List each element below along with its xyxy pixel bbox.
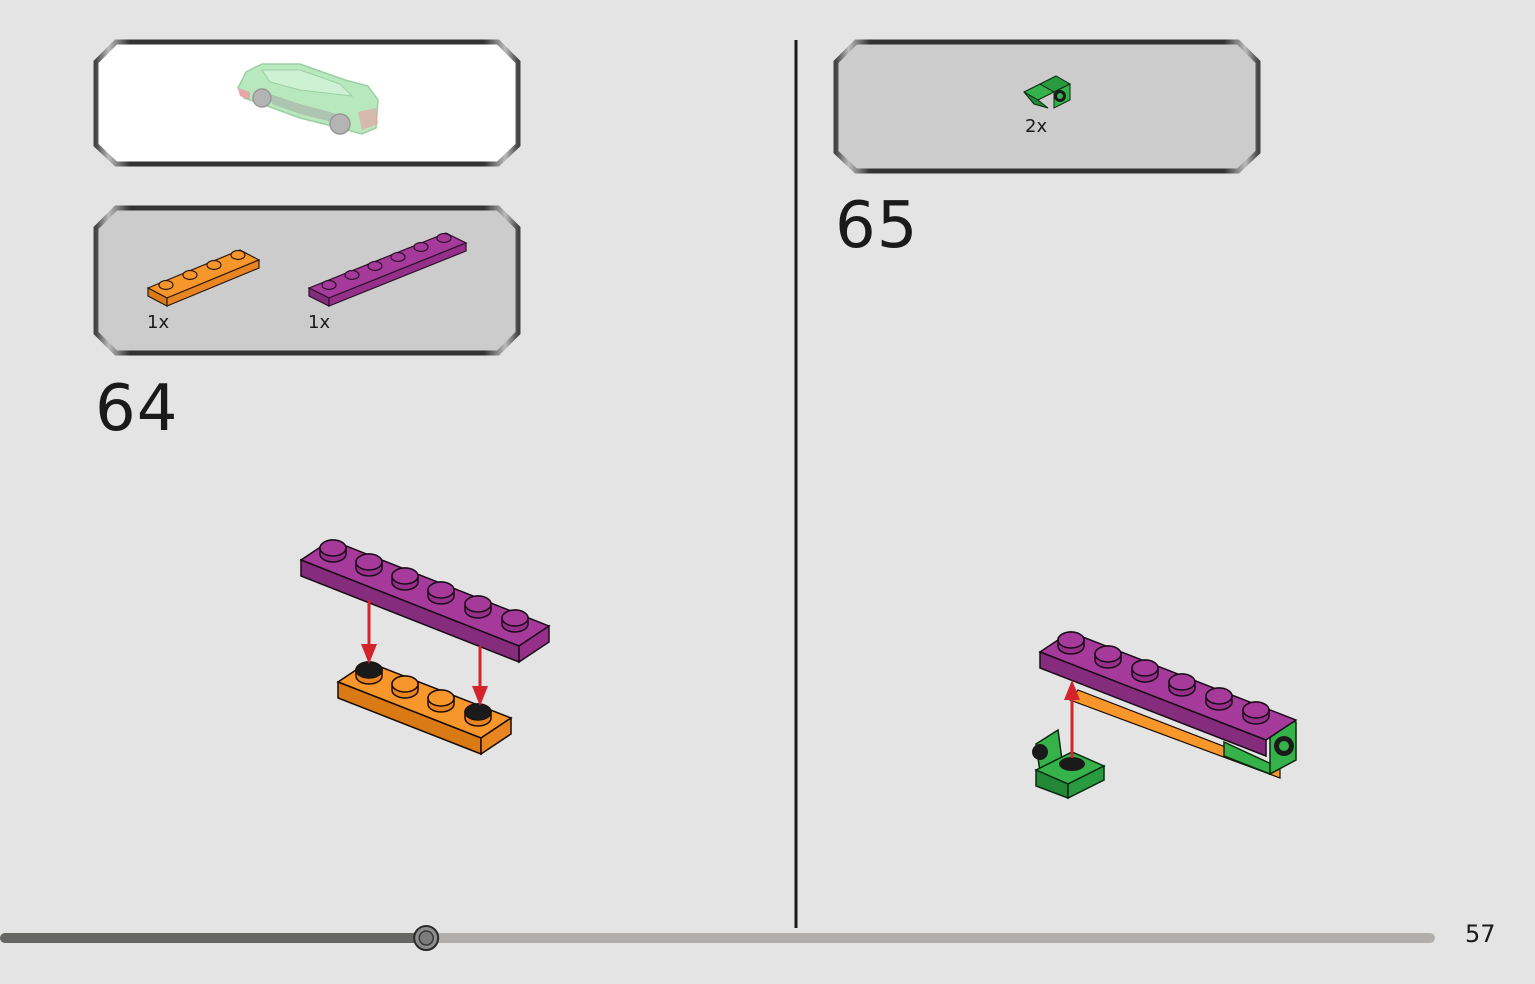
purple-plate-1x6-icon: [307, 232, 468, 307]
subassembly-callout: [93, 39, 521, 167]
step-64-parts-callout: [93, 205, 521, 356]
step-number: 65: [835, 189, 919, 263]
part-quantity: 1x: [147, 312, 170, 333]
step-number: 64: [95, 372, 179, 446]
step-64-build-illustration: [299, 539, 551, 756]
down-arrow-icon: [361, 600, 488, 706]
orange-plate-1x4-icon: [146, 249, 261, 307]
progress-knob: [413, 925, 440, 951]
green-bracket-1x1-icon: [1022, 75, 1072, 109]
step-65-parts-callout: [833, 39, 1261, 174]
part-quantity: 1x: [308, 312, 331, 333]
progress-bar: [0, 925, 1435, 951]
step-65-build-illustration: [1032, 631, 1298, 800]
page-number: 57: [1465, 920, 1496, 948]
part-quantity: 2x: [1025, 116, 1048, 137]
car-model-preview-icon: [237, 63, 379, 135]
up-arrow-icon: [1064, 680, 1080, 758]
